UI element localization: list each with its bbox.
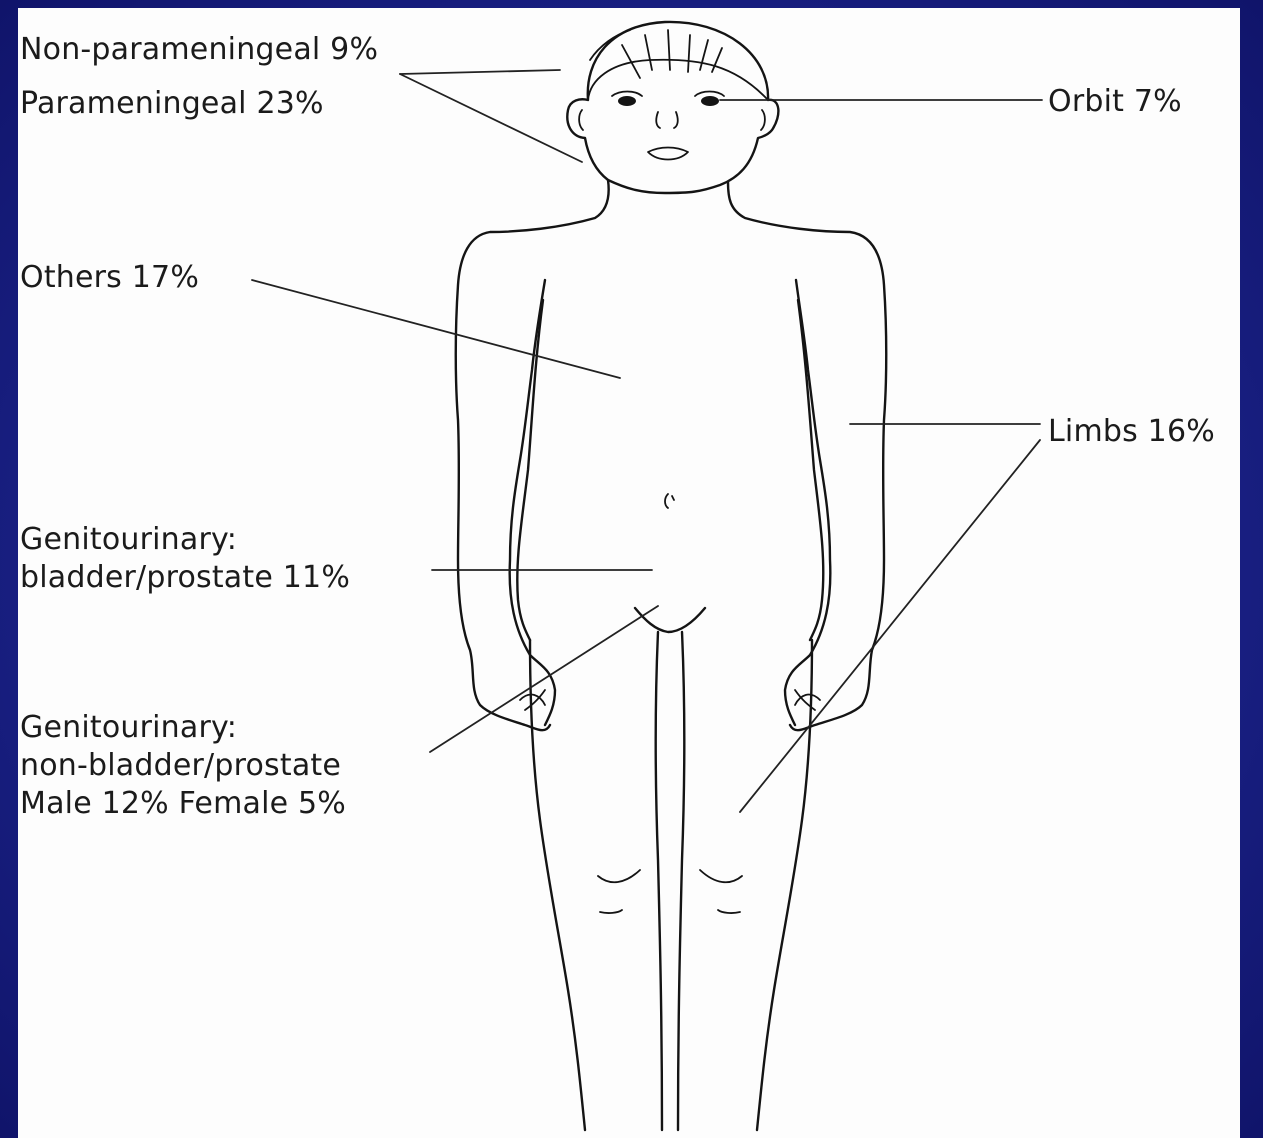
label-gu-nonbladder-line1: Genitourinary: [20, 710, 237, 746]
leader-others [252, 280, 620, 378]
leader-lines [252, 70, 1042, 812]
label-limbs: Limbs 16% [1048, 414, 1215, 450]
label-gu-nonbladder-line3: Male 12% Female 5% [20, 786, 346, 822]
label-gu-nonbladder-line2: non-bladder/prostate [20, 748, 341, 784]
leader-limbs-leg [740, 440, 1040, 812]
leader-parameningeal [400, 74, 582, 162]
label-gu-bladder-line2: bladder/prostate 11% [20, 560, 350, 596]
label-parameningeal: Parameningeal 23% [20, 86, 324, 122]
head [567, 22, 778, 193]
label-others: Others 17% [20, 260, 199, 296]
label-non-parameningeal: Non-parameningeal 9% [20, 32, 378, 68]
leader-non-parameningeal [400, 70, 560, 74]
figure-panel: Non-parameningeal 9% Parameningeal 23% O… [18, 8, 1240, 1138]
body [456, 180, 887, 1130]
label-orbit: Orbit 7% [1048, 84, 1182, 120]
label-gu-bladder-line1: Genitourinary: [20, 522, 237, 558]
